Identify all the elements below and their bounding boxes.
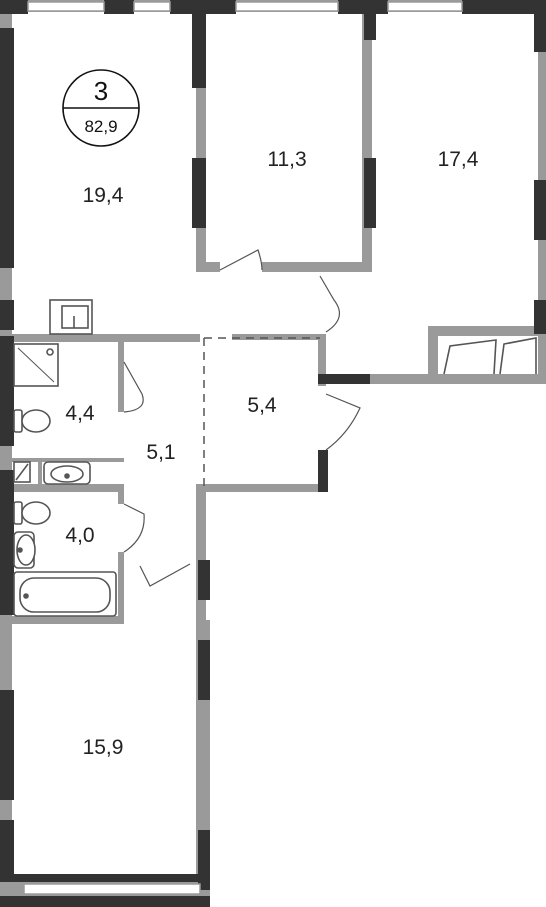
rooms-count: 3 [94, 76, 108, 106]
room-area-corridor: 5,1 [146, 441, 175, 464]
toilet-icon [13, 409, 51, 433]
room-area-living: 19,4 [83, 184, 124, 207]
total-area: 82,9 [84, 117, 117, 136]
room-area-hall: 5,4 [247, 394, 277, 417]
room-area-bathroom-lower: 4,0 [65, 524, 94, 547]
fixtures [13, 299, 537, 617]
partitions [12, 458, 124, 484]
zone-boundary [203, 337, 320, 486]
room-area-bathroom-upper: 4,4 [65, 402, 95, 425]
room-area-bottom: 15,9 [83, 736, 124, 759]
windows [23, 1, 463, 895]
bathtub-icon [13, 571, 117, 617]
room-area-bedroom-middle: 11,3 [267, 148, 306, 171]
washbasin-lower-icon [13, 531, 36, 569]
wardrobe-icon [443, 337, 537, 375]
toilet-lower-icon [13, 501, 51, 525]
apartment-badge: 3 82,9 [62, 69, 140, 147]
kitchen-sink-icon [49, 299, 93, 335]
room-area-bedroom-right: 17,4 [438, 148, 479, 171]
room-labels: 19,4 11,3 17,4 4,4 5,1 5,4 4,0 15,9 [65, 148, 478, 759]
washbasin-icon [43, 461, 91, 485]
doors [123, 249, 361, 587]
